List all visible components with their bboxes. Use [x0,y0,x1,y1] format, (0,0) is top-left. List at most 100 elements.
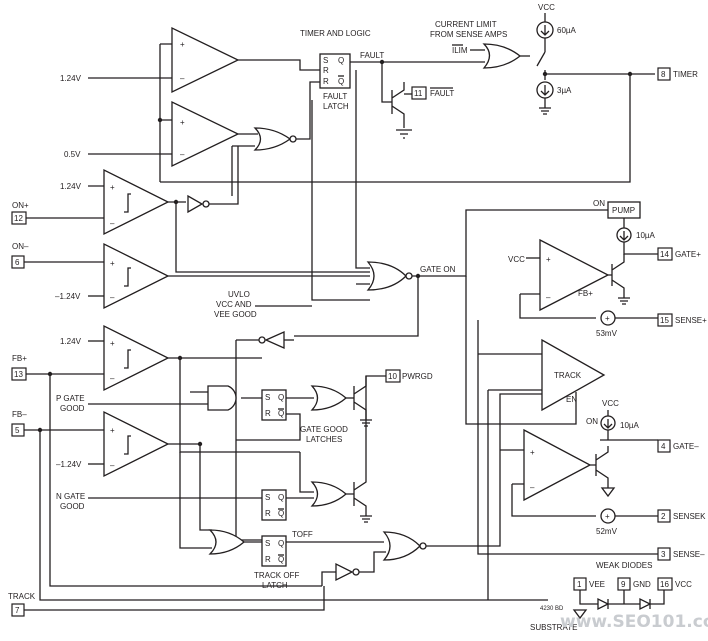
v52-label: 52mV [596,527,618,536]
vcc-2-label: VCC [602,399,619,408]
svg-text:+: + [110,183,115,192]
pin-sense-neg-name: SENSE– [673,550,705,559]
pin-2-num: 2 [661,512,666,521]
i10-bot-label: 10µA [620,421,640,430]
svg-text:Q: Q [278,393,284,402]
svg-text:–: – [110,293,115,302]
track-off-label-1: TRACK OFF [254,571,299,580]
pin-fb-pos-label: FB+ [12,354,27,363]
i60-label: 60µA [557,26,577,35]
substrate-arrow [572,609,588,620]
svg-text:Q: Q [278,409,284,418]
fb-plus-label: FB+ [578,289,593,298]
pin-11-num: 11 [414,89,423,98]
pin-track-label: TRACK [8,592,36,601]
pin-11-box [411,86,427,100]
pin-9-num: 9 [621,580,626,589]
svg-text:Q: Q [278,493,284,502]
comparator-timer: +– [171,26,240,94]
comparator-fb-neg: +– [103,410,170,478]
svg-text:R: R [265,509,271,518]
diode-2 [639,597,652,611]
latch-n-gate: S R Q Q [261,489,287,521]
pin-pwrgd-name: PWRGD [402,372,433,381]
track-off-label-2: LATCH [262,581,288,590]
pin-14-num: 14 [660,250,669,259]
svg-text:+: + [110,339,115,348]
svg-text:–: – [180,74,185,83]
pin-fault-name: FAULT [430,89,454,98]
uvlo-label-2: VCC AND [216,300,252,309]
ref-1v24-on: 1.24V [60,182,82,191]
pin-vee-name: VEE [589,580,605,589]
substrate-label: SUBSTRATE [530,623,577,632]
inverter-on [187,194,204,214]
svg-text:+: + [530,448,535,457]
or-gate-ilim [482,43,522,69]
svg-text:–: – [110,219,115,228]
inverter-gate-on [264,330,285,350]
or-gate-ngate [310,481,347,507]
fault-label: FAULT [360,51,384,60]
weak-diodes-label: WEAK DIODES [596,561,652,570]
svg-text:–: – [530,483,535,492]
svg-text:–: – [110,374,115,383]
pin-7-num: 7 [15,606,20,615]
svg-text:EN: EN [566,395,577,404]
n-gate-label-2: GOOD [60,502,85,511]
fault-latch: S R R Q Q [319,53,351,89]
pin-10-num: 10 [388,372,397,381]
pin-3-num: 3 [661,550,666,559]
pin-vcc-name: VCC [675,580,692,589]
or-gate-pwrgd [310,385,347,411]
svg-text:S: S [265,493,270,502]
pin-on-pos-label: ON+ [12,201,29,210]
figure-id: 4230 BD [540,606,564,612]
svg-text:+: + [546,255,551,264]
toff-label: TOFF [292,530,313,539]
fault-latch-label-1: FAULT [323,92,347,101]
p-gate-label-2: GOOD [60,404,85,413]
fault-latch-label-2: LATCH [323,102,349,111]
gate-good-label-2: LATCHES [306,435,342,444]
n-gate-label-1: N GATE [56,492,85,501]
ref-0v5: 0.5V [64,150,81,159]
pin-8-box [657,67,671,81]
pin-sensek-name: SENSEK [673,512,706,521]
svg-text:R: R [323,66,329,75]
pump-label: PUMP [612,206,635,215]
pin-2-box [657,509,671,523]
ref-1v24-top: 1.24V [60,74,82,83]
p-gate-label-1: P GATE [56,394,85,403]
svg-text:+: + [605,314,610,323]
amp-gate-pos: +– [539,238,610,312]
svg-text:R: R [323,77,329,86]
current-limit-label-2: FROM SENSE AMPS [430,30,507,39]
svg-text:+: + [180,40,185,49]
svg-text:+: + [110,426,115,435]
pin-12-num: 12 [14,214,23,223]
amp-gate-neg: +– [523,428,592,502]
pin-15-box [657,313,673,327]
on-label: ON [593,199,605,208]
svg-text:Q: Q [278,555,284,564]
svg-text:Q: Q [338,77,344,86]
or-gate-fault [253,127,292,151]
latch-track-off: S R Q Q [261,535,287,567]
pin-gate-neg-name: GATE– [673,442,699,451]
pin-1-num: 1 [577,580,582,589]
comparator-on-neg: +– [103,242,170,310]
pin-8-num: 8 [661,70,666,79]
ref-1v24-fb: 1.24V [60,337,82,346]
svg-text:Q: Q [278,539,284,548]
i3-label: 3µA [557,86,572,95]
comparator-fb-pos: +– [103,324,170,392]
ilim-label: ILIM [452,46,468,55]
timer-and-logic-label: TIMER AND LOGIC [300,29,371,38]
svg-text:Q: Q [338,56,344,65]
pin-16-box [657,577,673,591]
ref-neg1v24-fb: –1.24V [56,460,82,469]
pin-sense-pos-name: SENSE+ [675,316,707,325]
svg-text:+: + [180,118,185,127]
